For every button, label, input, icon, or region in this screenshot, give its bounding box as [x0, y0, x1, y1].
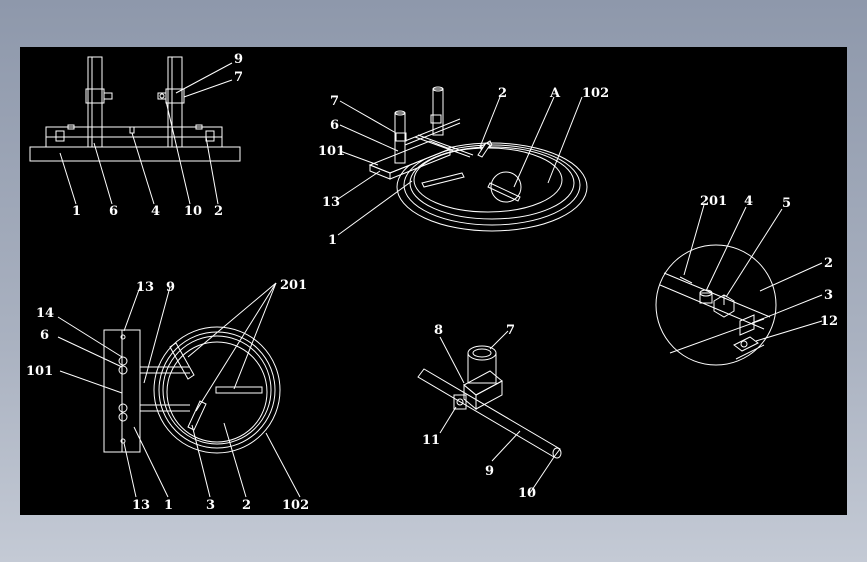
label: 201 [700, 194, 727, 209]
label: 102 [582, 86, 609, 101]
label: 101 [318, 144, 345, 159]
top-view [57, 282, 301, 498]
label: 10 [518, 486, 536, 501]
top-view-labels: 13 9 201 14 6 101 13 1 3 2 102 [26, 278, 309, 513]
label: 4 [151, 204, 160, 219]
label: A [549, 86, 561, 101]
label: 5 [782, 196, 791, 211]
label: 1 [164, 498, 173, 513]
label: 6 [330, 118, 339, 133]
label: 2 [214, 204, 223, 219]
label: 9 [234, 52, 243, 67]
technical-drawing: 9 7 1 6 4 10 2 [26, 52, 838, 513]
label: 7 [506, 323, 515, 338]
front-view [29, 56, 241, 205]
clamp-view-labels: 8 7 11 9 10 [422, 323, 536, 501]
isometric-view [337, 86, 588, 236]
label: 201 [280, 278, 307, 293]
label: 3 [206, 498, 215, 513]
label: 101 [26, 364, 53, 379]
label: 2 [498, 86, 507, 101]
label: 12 [820, 314, 838, 329]
label: 14 [36, 306, 54, 321]
label: 9 [166, 280, 175, 295]
isometric-view-labels: 7 6 101 13 1 2 A 102 [318, 86, 609, 248]
front-view-labels: 9 7 1 6 4 10 2 [72, 52, 243, 219]
label: 1 [328, 233, 337, 248]
label: 6 [109, 204, 118, 219]
drawing-sheet: 9 7 1 6 4 10 2 [20, 47, 847, 515]
label: 2 [824, 256, 833, 271]
label: 7 [234, 70, 243, 85]
label: 7 [330, 94, 339, 109]
label: 1 [72, 204, 81, 219]
label: 6 [40, 328, 49, 343]
clamp-view [417, 330, 562, 494]
label: 8 [434, 323, 443, 338]
detail-view [655, 204, 823, 366]
label: 2 [242, 498, 251, 513]
detail-view-labels: 201 4 5 2 3 12 [700, 194, 838, 329]
label: 9 [485, 464, 494, 479]
label: 13 [322, 195, 340, 210]
label: 3 [824, 288, 833, 303]
label: 13 [132, 498, 150, 513]
label: 102 [282, 498, 309, 513]
label: 4 [744, 194, 753, 209]
label: 13 [136, 280, 154, 295]
label: 10 [184, 204, 202, 219]
label: 11 [422, 433, 440, 448]
